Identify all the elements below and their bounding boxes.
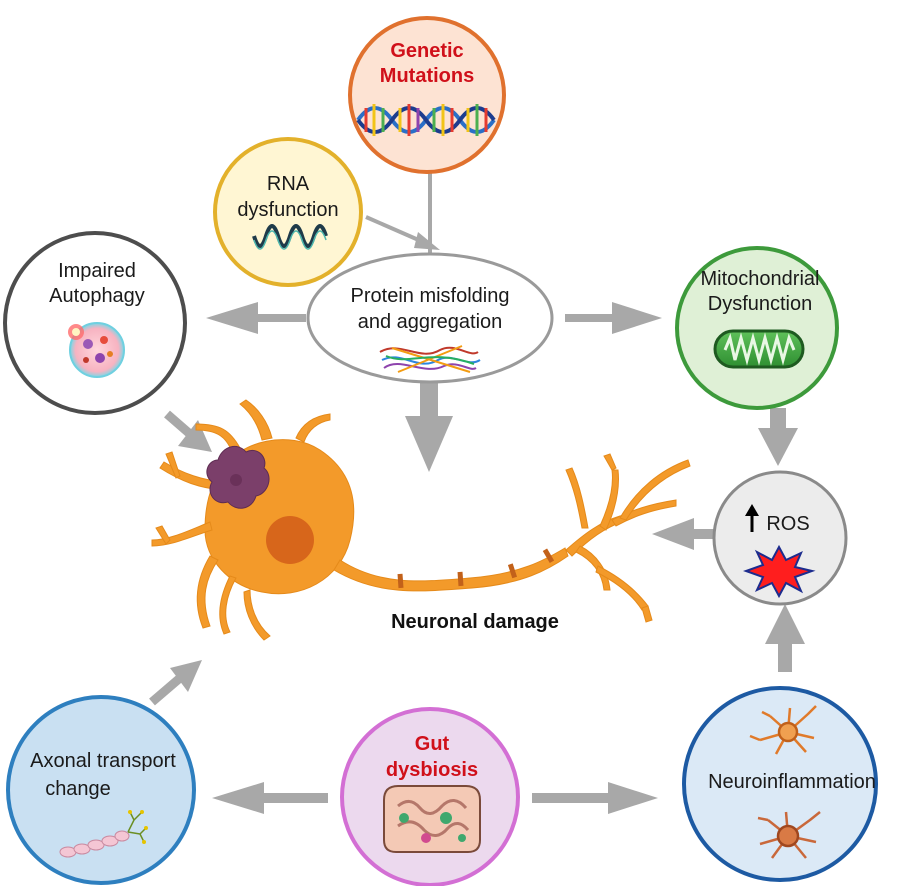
mito-label-line2: Dysfunction xyxy=(708,293,813,315)
node-protein-misfolding: Protein misfolding and aggregation xyxy=(306,252,554,384)
node-ros: ROS xyxy=(712,470,848,606)
protein-label-line1: Protein misfolding xyxy=(351,285,510,307)
gut-label-line1: Gut xyxy=(415,733,450,755)
autophagy-label-line2: Autophagy xyxy=(49,285,145,307)
rna-strand-icon xyxy=(252,224,328,248)
protein-aggregate-icon xyxy=(379,345,481,373)
node-rna-dysfunction: RNA dysfunction xyxy=(213,137,363,287)
autophagosome-icon xyxy=(68,322,125,378)
neuron-icon xyxy=(151,399,691,641)
up-arrow-icon xyxy=(745,504,759,532)
microglia-icon-2 xyxy=(757,811,821,859)
genetic-label-line1: Genetic xyxy=(390,40,463,62)
ros-burst-icon xyxy=(742,544,816,599)
intestine-icon xyxy=(383,785,481,853)
neuro-label: Neuroinflammation xyxy=(708,771,876,793)
protein-label-line2: and aggregation xyxy=(358,311,503,333)
node-axonal-transport: Axonal transport change xyxy=(6,695,196,885)
genetic-label-line2: Mutations xyxy=(380,65,474,87)
arrows xyxy=(149,172,805,814)
arrow-mito-to-ros xyxy=(758,428,798,466)
arrow-ros-to-neuron xyxy=(652,518,694,550)
axonal-label-line1: Axonal transport xyxy=(30,750,176,772)
autophagy-label-line1: Impaired xyxy=(58,260,136,282)
arrow-neuro-to-ros xyxy=(765,604,805,644)
arrow-rna-head xyxy=(414,232,440,250)
node-impaired-autophagy: Impaired Autophagy xyxy=(3,231,187,415)
microglia-icon xyxy=(749,705,817,755)
mitochondrion-icon xyxy=(713,329,805,369)
arrow-axonal-to-neuron xyxy=(170,660,202,692)
arrow-protein-to-neuron xyxy=(405,416,453,472)
rna-label-line1: RNA xyxy=(267,173,310,195)
axon-beads-icon xyxy=(59,810,148,858)
node-neuroinflammation: Neuroinflammation xyxy=(682,686,878,882)
rna-label-line2: dysfunction xyxy=(237,199,338,221)
arrow-protein-to-autophagy xyxy=(206,302,258,334)
arrow-gut-to-neuro xyxy=(608,782,658,814)
mito-label-line1: Mitochondrial xyxy=(701,268,820,290)
dna-helix-icon xyxy=(356,104,496,136)
axonal-label-line2: change xyxy=(45,778,111,800)
gut-label-line2: dysbiosis xyxy=(386,759,478,781)
node-genetic-mutations: Genetic Mutations xyxy=(348,16,506,174)
arrow-gut-to-axonal xyxy=(212,782,264,814)
node-gut-dysbiosis: Gut dysbiosis xyxy=(340,707,520,886)
node-mitochondrial-dysfunction: Mitochondrial Dysfunction xyxy=(675,246,839,410)
arrow-protein-to-mito xyxy=(612,302,662,334)
center-label: Neuronal damage xyxy=(391,611,559,633)
arrow-autophagy-to-neuron xyxy=(178,420,212,452)
ros-label: ROS xyxy=(766,513,809,535)
